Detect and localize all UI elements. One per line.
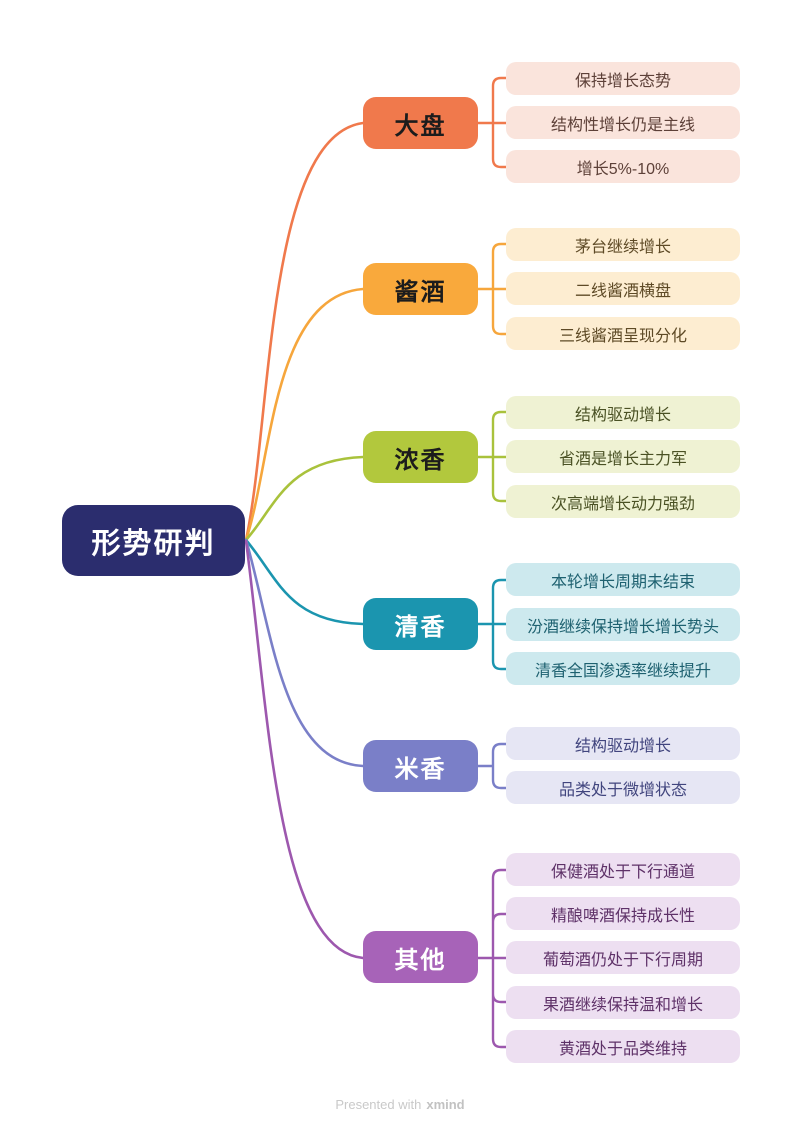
leaf-topic[interactable]: 次高端增长动力强劲 [506, 485, 740, 518]
root-link-dapan [244, 121, 365, 542]
branch-topic-qingxiang[interactable]: 清香 [363, 598, 478, 650]
leaf-topic[interactable]: 保健酒处于下行通道 [506, 853, 740, 886]
leaf-links-qita [476, 868, 508, 1049]
leaf-topic[interactable]: 二线酱酒横盘 [506, 272, 740, 305]
leaf-topic[interactable]: 保持增长态势 [506, 62, 740, 95]
leaf-topic[interactable]: 葡萄酒仍处于下行周期 [506, 941, 740, 974]
leaf-topic[interactable]: 三线酱酒呈现分化 [506, 317, 740, 350]
leaf-topic[interactable]: 增长5%-10% [506, 150, 740, 183]
root-link-qita [244, 539, 365, 960]
leaf-topic[interactable]: 结构性增长仍是主线 [506, 106, 740, 139]
leaf-topic[interactable]: 汾酒继续保持增长增长势头 [506, 608, 740, 641]
watermark: Presented with xmind [0, 1094, 800, 1114]
root-link-qingxiang [244, 538, 365, 626]
xmind-logo-text: xmind [426, 1096, 465, 1112]
leaf-topic[interactable]: 品类处于微增状态 [506, 771, 740, 804]
branch-topic-label: 大盘 [394, 112, 447, 140]
branch-topic-label: 其他 [394, 946, 447, 974]
leaf-links-jiangjiu [476, 242, 508, 336]
branch-topic-qita[interactable]: 其他 [363, 931, 478, 983]
branch-topic-label: 浓香 [394, 446, 447, 474]
root-link-jiangjiu [244, 287, 365, 542]
leaf-links-nongxiang [476, 410, 508, 503]
branch-topic-label: 米香 [394, 755, 447, 783]
leaf-topic[interactable]: 省酒是增长主力军 [506, 440, 740, 473]
branch-topic-jiangjiu[interactable]: 酱酒 [363, 263, 478, 315]
leaf-topic[interactable]: 精酿啤酒保持成长性 [506, 897, 740, 930]
branch-topic-nongxiang[interactable]: 浓香 [363, 431, 478, 483]
branch-topic-label: 清香 [394, 613, 447, 641]
leaf-topic[interactable]: 果酒继续保持温和增长 [506, 986, 740, 1019]
branch-topic-mixiang[interactable]: 米香 [363, 740, 478, 792]
leaf-topic[interactable]: 清香全国渗透率继续提升 [506, 652, 740, 685]
branch-topic-dapan[interactable]: 大盘 [363, 97, 478, 149]
root-topic[interactable]: 形势研判 [62, 505, 245, 576]
leaf-topic[interactable]: 结构驱动增长 [506, 396, 740, 429]
leaf-links-qingxiang [476, 578, 508, 671]
leaf-links-dapan [476, 76, 508, 169]
leaf-topic[interactable]: 本轮增长周期未结束 [506, 563, 740, 596]
branch-topic-label: 酱酒 [394, 278, 447, 306]
root-link-nongxiang [244, 455, 365, 542]
leaf-topic[interactable]: 黄酒处于品类维持 [506, 1030, 740, 1063]
root-topic-label: 形势研判 [91, 527, 216, 560]
leaf-topic[interactable]: 结构驱动增长 [506, 727, 740, 760]
leaf-topic[interactable]: 茅台继续增长 [506, 228, 740, 261]
root-link-mixiang [244, 538, 365, 768]
watermark-text: Presented with [335, 1096, 422, 1112]
leaf-links-mixiang [476, 742, 508, 790]
